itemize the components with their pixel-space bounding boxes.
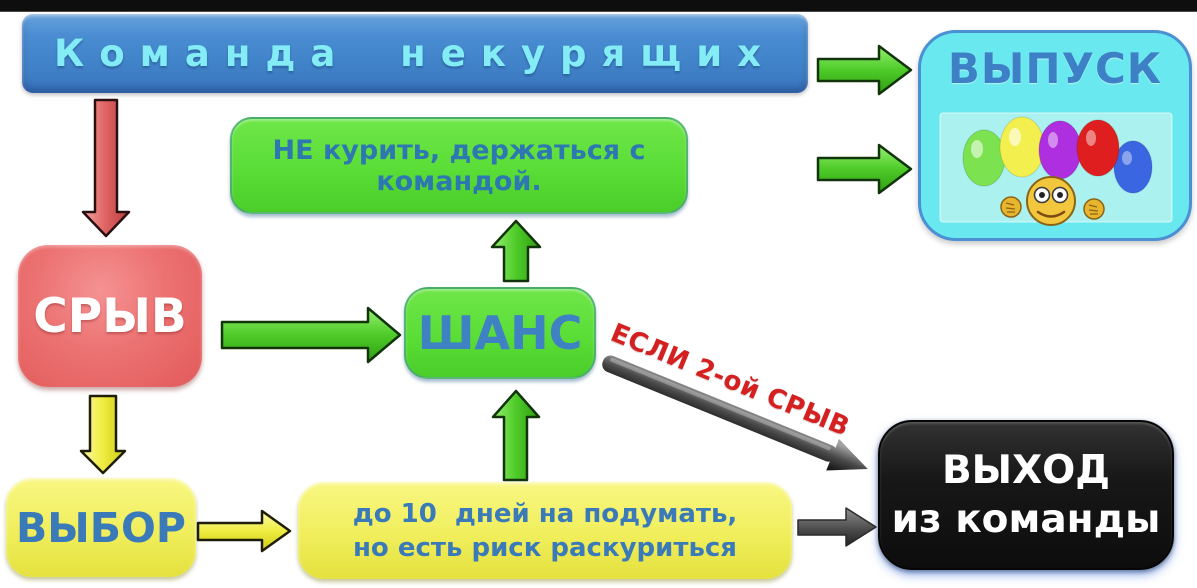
node-think-line1: до 10 дней на подумать, xyxy=(352,498,738,529)
balloons-icon xyxy=(962,116,1153,194)
node-vypusk: ВЫПУСК xyxy=(918,30,1192,241)
node-chance-label: ШАНС xyxy=(417,306,583,360)
arrow-team-to-vypusk xyxy=(816,44,913,96)
arrow-team-to-sryv xyxy=(81,98,131,238)
node-exit-line2: из команды xyxy=(891,497,1161,542)
arrow-vybor-to-think xyxy=(196,509,292,553)
node-rule-label: НЕ курить, держаться с командой. xyxy=(272,134,646,197)
node-rule: НЕ курить, держаться с командой. xyxy=(230,117,688,214)
arrow-sryv-to-vybor xyxy=(79,394,127,475)
node-team-label: Команда некурящих xyxy=(54,32,776,75)
edge-label-second-relapse: ЕСЛИ 2-ой СРЫВ xyxy=(606,318,854,443)
node-sryv-label: СРЫВ xyxy=(33,288,187,344)
node-vybor-label: ВЫБОР xyxy=(16,503,186,552)
node-think-line2: но есть риск раскуриться xyxy=(352,532,738,563)
thumbs-up-smiley-icon xyxy=(1000,176,1105,226)
node-exit: ВЫХОД из команды xyxy=(878,420,1174,570)
celebration-art xyxy=(939,112,1173,226)
node-vypusk-label: ВЫПУСК xyxy=(947,44,1163,93)
top-black-bar xyxy=(0,0,1197,11)
node-chance: ШАНС xyxy=(404,287,596,379)
arrow-think-to-exit xyxy=(797,507,877,547)
node-team: Команда некурящих xyxy=(22,14,808,93)
arrow-chance-to-rule xyxy=(490,219,542,283)
arrow-think-to-chance xyxy=(491,389,541,482)
arrow-sryv-to-chance xyxy=(220,306,402,364)
node-vybor: ВЫБОР xyxy=(6,478,196,577)
node-exit-line1: ВЫХОД xyxy=(941,448,1111,493)
arrow-rule-to-vypusk xyxy=(816,143,913,195)
node-sryv: СРЫВ xyxy=(18,245,202,387)
node-think: до 10 дней на подумать, но есть риск рас… xyxy=(298,482,792,579)
